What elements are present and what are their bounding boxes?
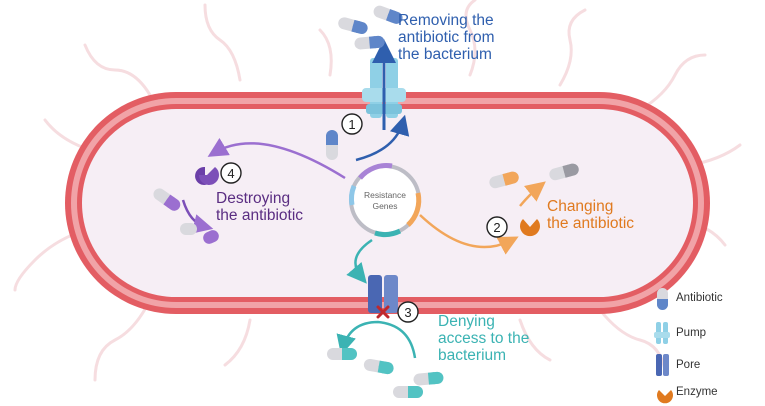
pore [368,275,398,313]
antibiotic-pill [153,188,181,211]
destroy-label: Destroying the antibiotic [216,190,303,224]
resistance-genes-plasmid [348,163,422,237]
step-2-marker: 2 [486,216,508,238]
pump-arrow-in [355,114,410,162]
antibiotic-pill [393,386,423,398]
change-label-line-2: the antibiotic [547,215,635,232]
antibiotic-fragment [180,223,219,244]
legend-pump-icon [654,322,670,344]
legend-antibiotic-icon [657,288,668,310]
legend-pore-label: Pore [676,359,701,371]
destroy-label-line-1: Destroying [216,190,291,207]
step-3-marker: 3 [397,301,419,323]
legend-pore-icon [656,354,669,376]
legend-pump-label: Pump [676,327,707,339]
svg-text:4: 4 [227,166,234,181]
pump-label-line-3: the bacterium [398,46,492,63]
enzyme-icon [199,167,220,185]
enzyme-icon [520,219,540,237]
pump-label-line-2: antibiotic from [398,29,495,46]
changed-antibiotic [549,163,579,181]
step-4-marker: 4 [220,162,242,184]
antibiotic-pill [327,348,357,360]
genes-label-1: Resistance [364,190,406,200]
svg-text:3: 3 [404,305,411,320]
deny-sub-arrow [336,320,417,359]
antibiotic-pill [373,5,403,24]
destroy-arrow [207,137,346,180]
deny-label: Denying access to the bacterium [438,313,529,364]
antibiotic-pill [363,358,394,375]
legend-antibiotic-label: Antibiotic [676,292,723,304]
pump-label: Removing the antibiotic from the bacteri… [398,12,494,63]
svg-text:2: 2 [493,220,500,235]
deny-label-line-2: access to the [438,330,530,347]
change-arrow [419,214,519,255]
legend-enzyme-icon [657,390,673,404]
destroy-sub-arrow [181,199,214,234]
destroy-label-line-2: the antibiotic [216,207,304,224]
antibiotic-pill [489,171,519,189]
deny-arrow [346,238,373,284]
deny-label-line-3: bacterium [438,347,507,364]
svg-text:1: 1 [348,117,355,132]
blocked-x-icon [376,305,390,319]
legend-enzyme-label: Enzyme [676,386,718,398]
change-label: Changing the antibiotic [547,198,634,232]
step-1-marker: 1 [341,113,363,135]
change-label-line-1: Changing [547,198,614,215]
deny-label-line-1: Denying [438,313,495,330]
change-sub-arrow [519,181,546,207]
antibiotic-pill [338,17,368,35]
pump-label-line-1: Removing the [398,12,494,29]
antibiotic-pill [413,371,444,386]
antibiotic-pill [326,130,338,160]
genes-label-2: Genes [372,201,397,211]
antibiotic-pill [354,35,385,50]
